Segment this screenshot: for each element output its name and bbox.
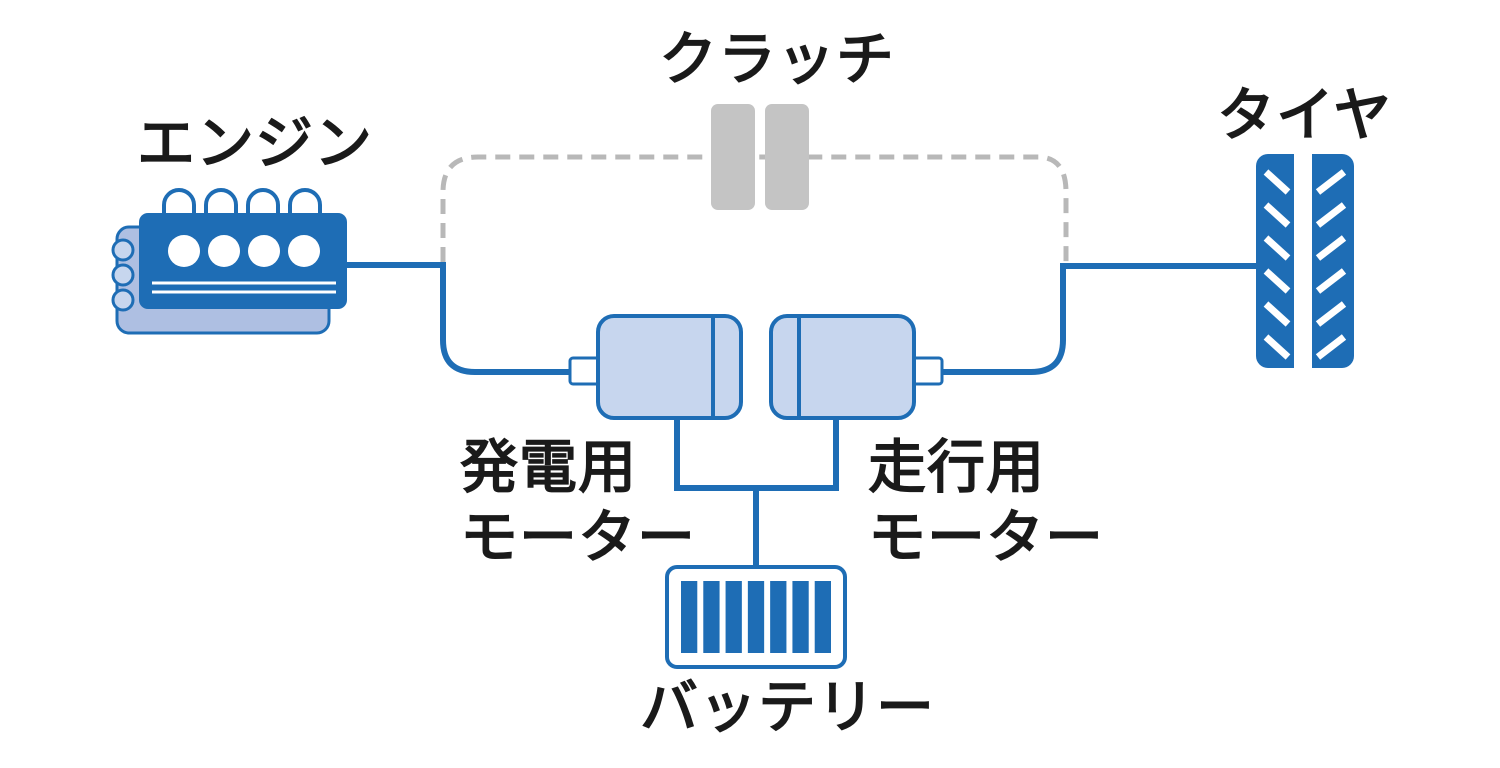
- battery-cell: [681, 581, 698, 653]
- tire-tread-right: [1315, 268, 1347, 294]
- engine-label: エンジン: [137, 109, 374, 177]
- drive-motor-label: 走行用 モーター: [868, 433, 1104, 572]
- tire-tread-right: [1315, 301, 1347, 327]
- engine-icon: [111, 188, 347, 335]
- battery-cell: [725, 581, 742, 653]
- battery-label: バッテリー: [640, 673, 936, 741]
- clutch-bypass-line: [440, 154, 1069, 262]
- drive-motor-label-line2: モーター: [868, 502, 1105, 571]
- drive-motor-icon: [769, 314, 944, 420]
- battery-cells: [681, 581, 831, 653]
- tire-treads: [1263, 169, 1347, 360]
- tire-tread-left: [1263, 169, 1291, 195]
- drive-shaft-line: [938, 263, 1262, 375]
- clutch-icon: [711, 104, 809, 210]
- generator-motor-label: 発電用 モーター: [460, 433, 696, 572]
- battery-connection-line: [674, 416, 839, 572]
- tire-tread-left: [1263, 301, 1291, 327]
- battery-cell: [703, 581, 720, 653]
- tire-tread-right: [1315, 202, 1347, 228]
- tire-tread-left: [1263, 268, 1291, 294]
- tire-tread-right: [1315, 334, 1347, 360]
- battery-cell: [747, 581, 765, 653]
- battery-cell: [792, 581, 809, 653]
- clutch-label: クラッチ: [659, 25, 896, 93]
- generator-motor-label-line1: 発電用: [460, 433, 638, 501]
- tire-tread-left: [1263, 235, 1291, 261]
- battery-cell: [770, 581, 787, 653]
- tire-icon: [1256, 154, 1354, 368]
- tire-tread-left: [1263, 202, 1291, 228]
- battery-cell: [814, 581, 831, 653]
- generator-motor-icon: [568, 314, 743, 420]
- tire-label: タイヤ: [1217, 81, 1393, 149]
- generator-motor-label-line2: モーター: [460, 502, 697, 571]
- battery-icon: [665, 565, 847, 669]
- drive-motor-label-line1: 走行用: [868, 433, 1046, 501]
- tire-tread-left: [1263, 334, 1291, 360]
- tire-tread-right: [1315, 235, 1347, 261]
- engine-shaft-line: [345, 262, 574, 375]
- tire-tread-right: [1315, 169, 1347, 195]
